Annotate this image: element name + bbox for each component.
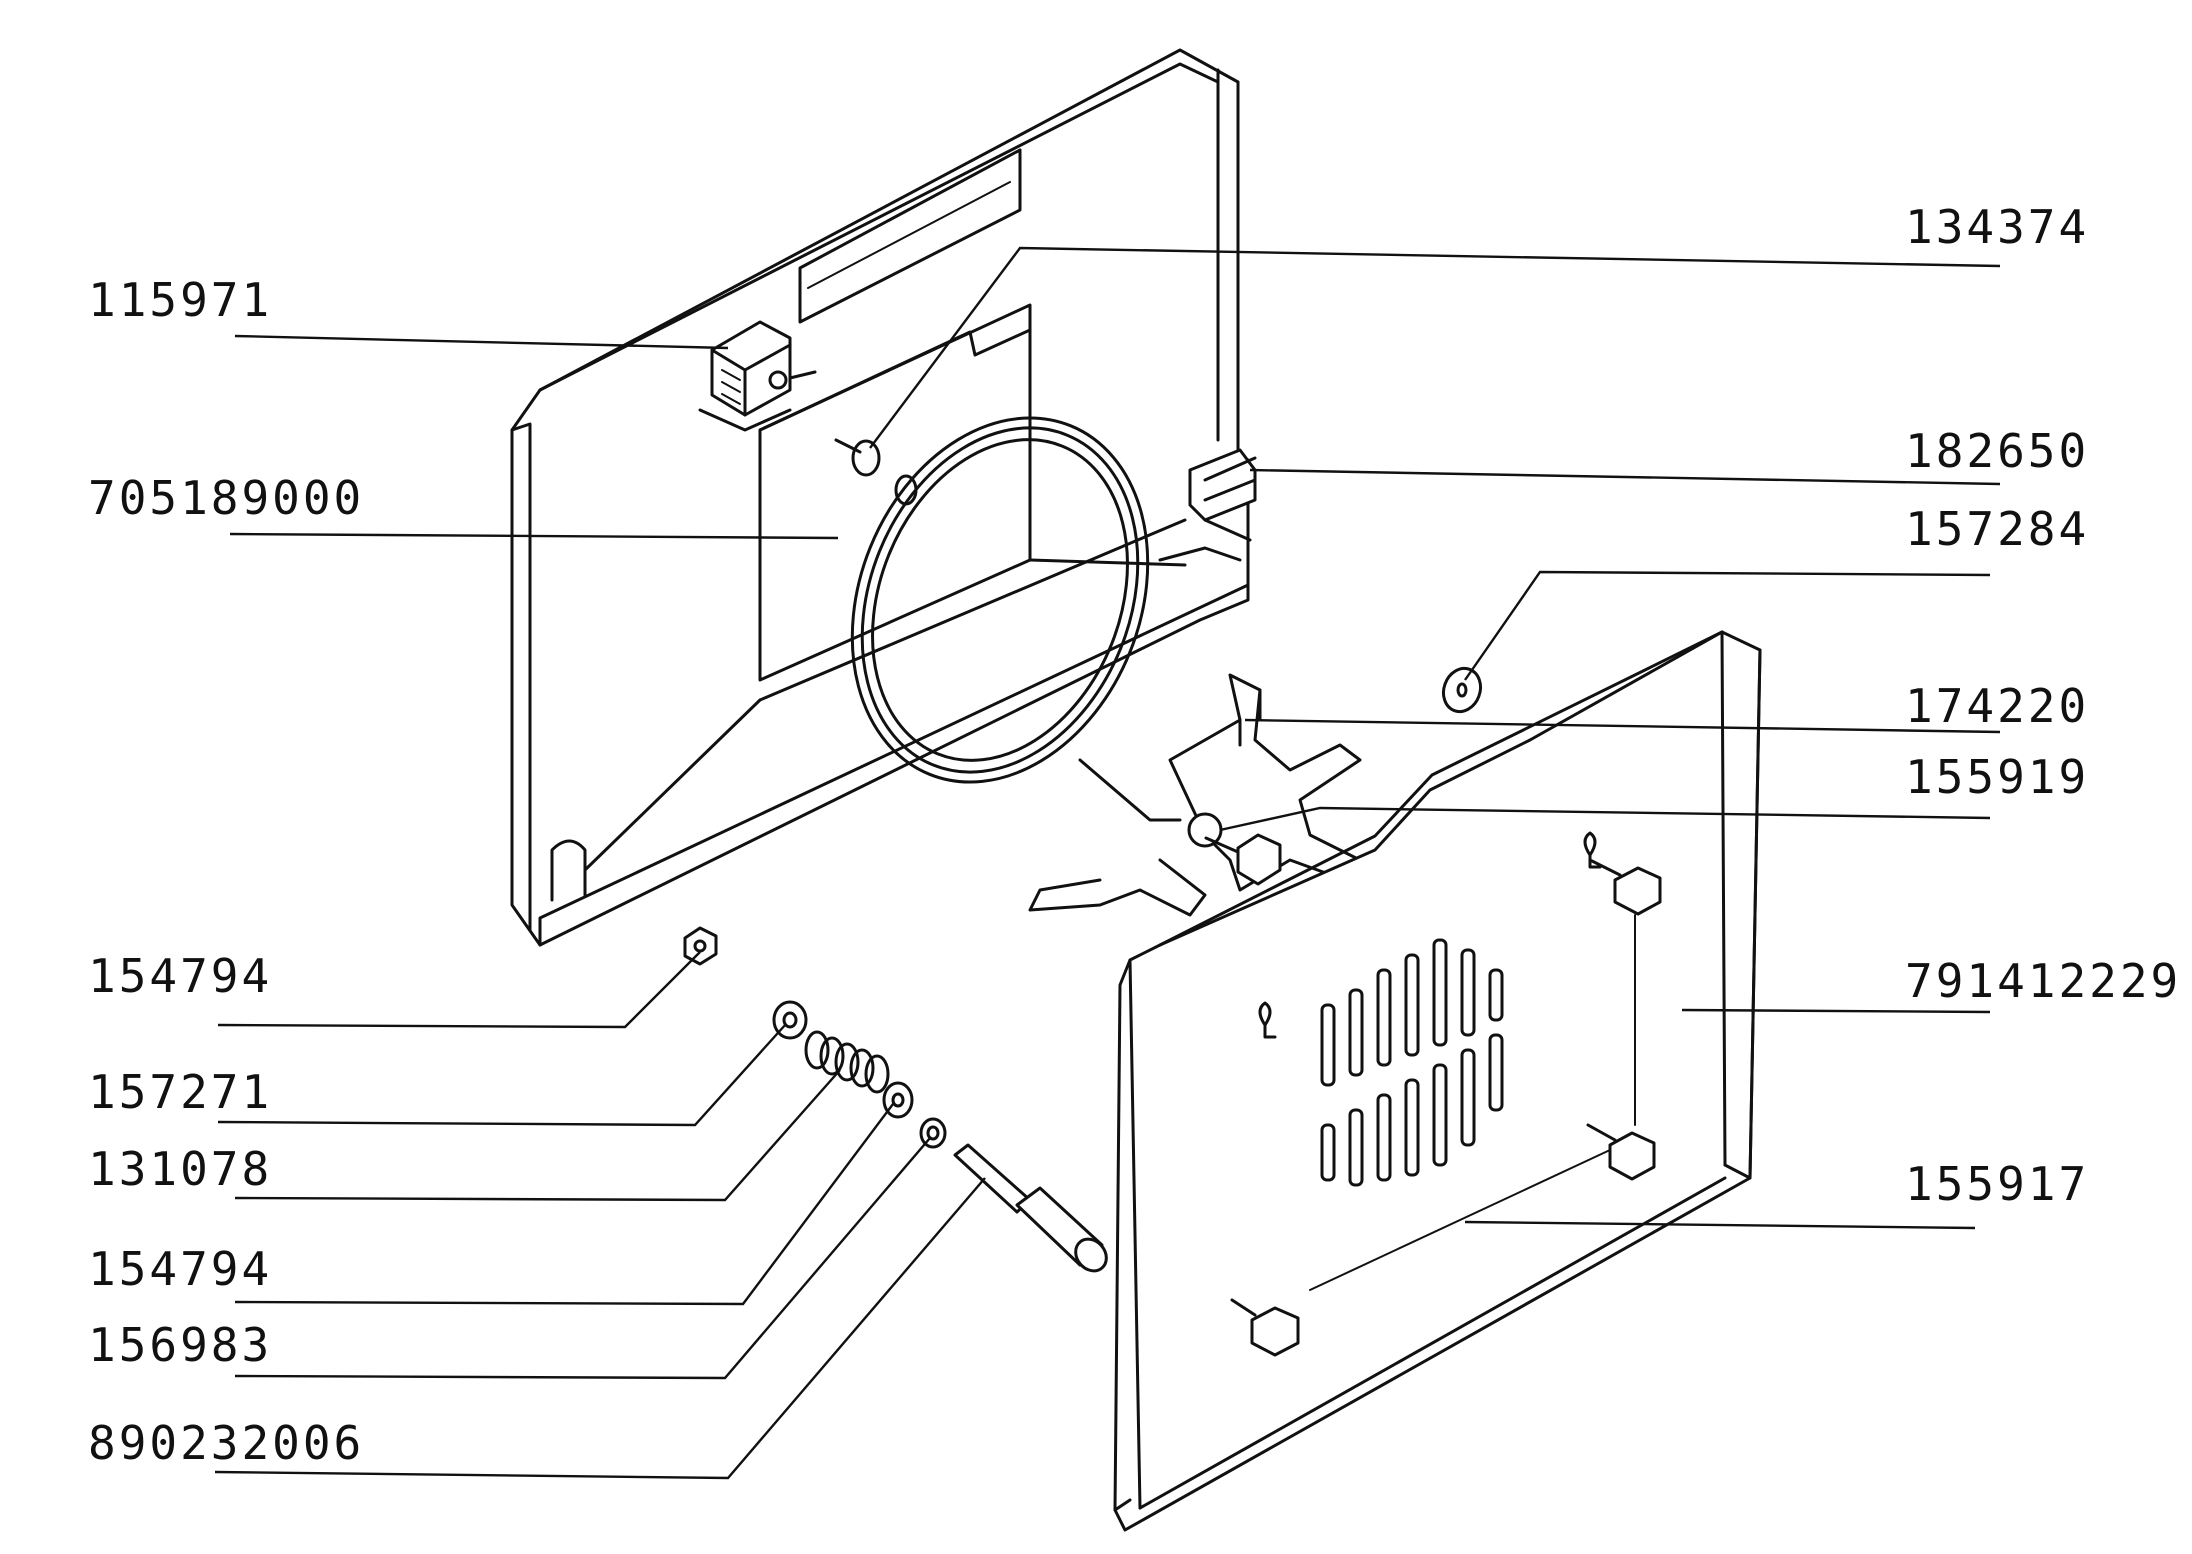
label-890232006: 890232006 <box>88 1416 364 1470</box>
label-705189000: 705189000 <box>88 471 364 525</box>
label-154794-washer: 154794 <box>88 1242 272 1296</box>
leader-lines <box>214 246 2001 1480</box>
fan-cover-panel <box>1113 630 1762 1532</box>
circular-heating-element <box>850 416 1257 784</box>
shaft-890232006 <box>953 1143 1108 1273</box>
washer-157284 <box>1441 666 1483 714</box>
label-182650: 182650 <box>1905 424 2089 478</box>
fan-blade-174220 <box>1028 673 1362 917</box>
label-157271: 157271 <box>88 1065 272 1119</box>
screw-134374 <box>834 438 881 477</box>
panel-screws-155917 <box>1230 858 1662 1357</box>
label-115971: 115971 <box>88 273 272 327</box>
spring-131078 <box>804 1030 890 1094</box>
hex-nut-154794 <box>683 926 718 966</box>
label-155917: 155917 <box>1905 1157 2089 1211</box>
switch-115971 <box>698 320 817 432</box>
fan-nut-155919 <box>1204 833 1282 886</box>
label-131078: 131078 <box>88 1142 272 1196</box>
label-134374: 134374 <box>1905 200 2089 254</box>
label-791412229: 791412229 <box>1905 954 2181 1008</box>
label-157284: 157284 <box>1905 502 2089 556</box>
part-labels: 115971 705189000 134374 182650 157284 17… <box>88 200 2181 1470</box>
label-155919: 155919 <box>1905 750 2089 804</box>
vent-grille <box>1320 938 1504 1187</box>
label-154794-nut: 154794 <box>88 949 272 1003</box>
label-156983: 156983 <box>88 1318 272 1372</box>
label-174220: 174220 <box>1905 679 2089 733</box>
back-panel <box>510 48 1250 947</box>
